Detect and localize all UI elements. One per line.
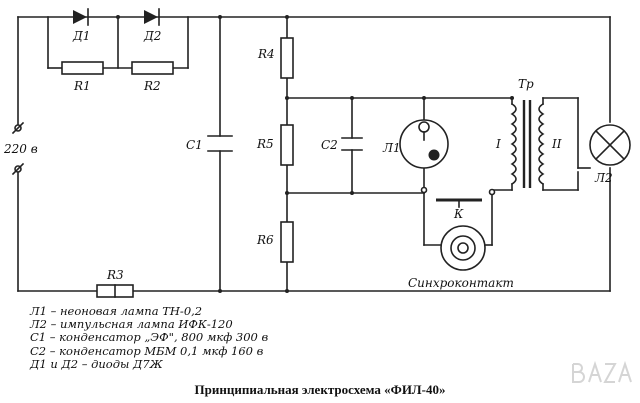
component-legend: Л1 – неоновая лампа ТН-0,2 Л2 – импульсн… — [30, 304, 370, 371]
resistor-r6 — [280, 221, 294, 263]
label-r6: R6 — [256, 233, 274, 247]
legend-line: Л2 – импульсная лампа ИФК-120 — [30, 317, 233, 332]
label-r3: R3 — [106, 268, 124, 282]
label-voltage: 220 в — [3, 142, 38, 156]
mains-terminals — [11, 121, 25, 176]
resistor-r5 — [280, 124, 294, 166]
label-sync-contact: Синхроконтакт — [408, 276, 514, 290]
diode-d1 — [73, 8, 89, 26]
resistor-r2 — [131, 61, 174, 75]
resistor-r4 — [280, 37, 294, 79]
capacitor-c2 — [341, 137, 363, 151]
legend-line: С2 – конденсатор МБМ 0,1 мкф 160 в — [30, 343, 264, 358]
label-winding-2: II — [551, 137, 562, 151]
label-winding-1: I — [495, 137, 501, 151]
legend-line: Л1 – неоновая лампа ТН-0,2 — [30, 304, 203, 318]
resistor-r1 — [61, 61, 104, 75]
label-k: К — [453, 207, 464, 221]
label-c2: C2 — [321, 138, 338, 152]
legend-line: С1 – конденсатор „ЭФ", 800 мкф 300 в — [30, 330, 269, 345]
bazar-logo-icon — [572, 360, 632, 383]
resistor-r3 — [96, 284, 134, 298]
label-r2: R2 — [143, 79, 161, 93]
junctions — [116, 15, 426, 293]
wires — [17, 16, 611, 292]
sync-contact — [440, 225, 486, 271]
label-r4: R4 — [257, 47, 275, 61]
label-r5: R5 — [256, 137, 274, 151]
diode-d2 — [144, 8, 160, 26]
label-d2: Д2 — [143, 29, 161, 43]
label-tr: Тр — [518, 77, 534, 91]
diagram-caption: Принципиальная электросхема «ФИЛ-40» — [194, 382, 446, 397]
transformer-tr — [510, 96, 545, 188]
capacitor-c1 — [207, 135, 233, 152]
label-c1: C1 — [186, 138, 203, 152]
label-r1: R1 — [73, 79, 91, 93]
contact-k — [420, 186, 496, 208]
pulse-lamp-l2 — [589, 124, 631, 166]
legend-line: Д1 и Д2 – диоды Д7Ж — [30, 356, 163, 371]
label-l2: Л2 — [594, 171, 613, 185]
neon-lamp-l1 — [399, 119, 449, 169]
label-l1: Л1 — [382, 141, 401, 155]
label-d1: Д1 — [72, 29, 90, 43]
